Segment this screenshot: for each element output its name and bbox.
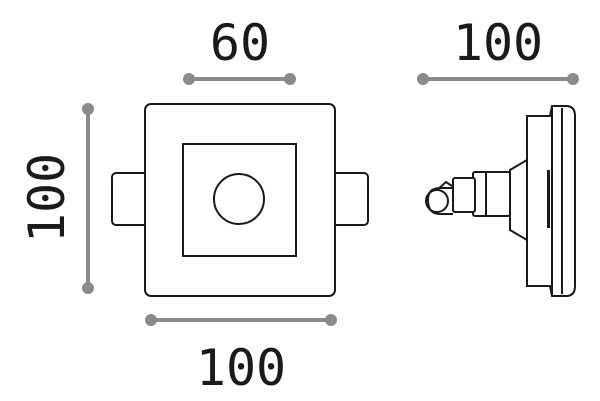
dimension-dot bbox=[183, 73, 195, 85]
dimension-label-bottom-100: 100 bbox=[196, 339, 286, 397]
dimension-label-height-100: 100 bbox=[18, 153, 76, 243]
connector-ring bbox=[425, 189, 449, 213]
dimension-bottom-100: 100 bbox=[145, 314, 337, 397]
inner-square bbox=[182, 143, 297, 257]
side-view bbox=[425, 105, 576, 297]
dimension-label-60: 60 bbox=[210, 14, 270, 72]
connector-pin bbox=[436, 180, 453, 191]
dimension-label-side-100: 100 bbox=[453, 14, 543, 72]
socket-body bbox=[472, 171, 511, 217]
left-tab bbox=[111, 172, 149, 226]
socket-neck bbox=[452, 177, 476, 213]
dimension-dot bbox=[325, 314, 337, 326]
dimension-dot bbox=[145, 314, 157, 326]
center-opening bbox=[213, 173, 265, 225]
dimension-dot bbox=[82, 282, 94, 294]
dimension-dot bbox=[284, 73, 296, 85]
right-tab bbox=[331, 172, 369, 226]
side-body bbox=[509, 158, 528, 242]
dimension-dot bbox=[417, 73, 429, 85]
front-view bbox=[111, 103, 369, 297]
dimension-dot bbox=[567, 73, 579, 85]
connector-clip bbox=[426, 187, 453, 215]
dimension-left-100: 100 bbox=[18, 103, 94, 294]
flange-shade bbox=[547, 170, 550, 228]
dimension-dot bbox=[82, 103, 94, 115]
dimension-top-60: 60 bbox=[183, 14, 296, 85]
outer-frame bbox=[144, 103, 336, 297]
dimension-side-100: 100 bbox=[417, 14, 579, 85]
